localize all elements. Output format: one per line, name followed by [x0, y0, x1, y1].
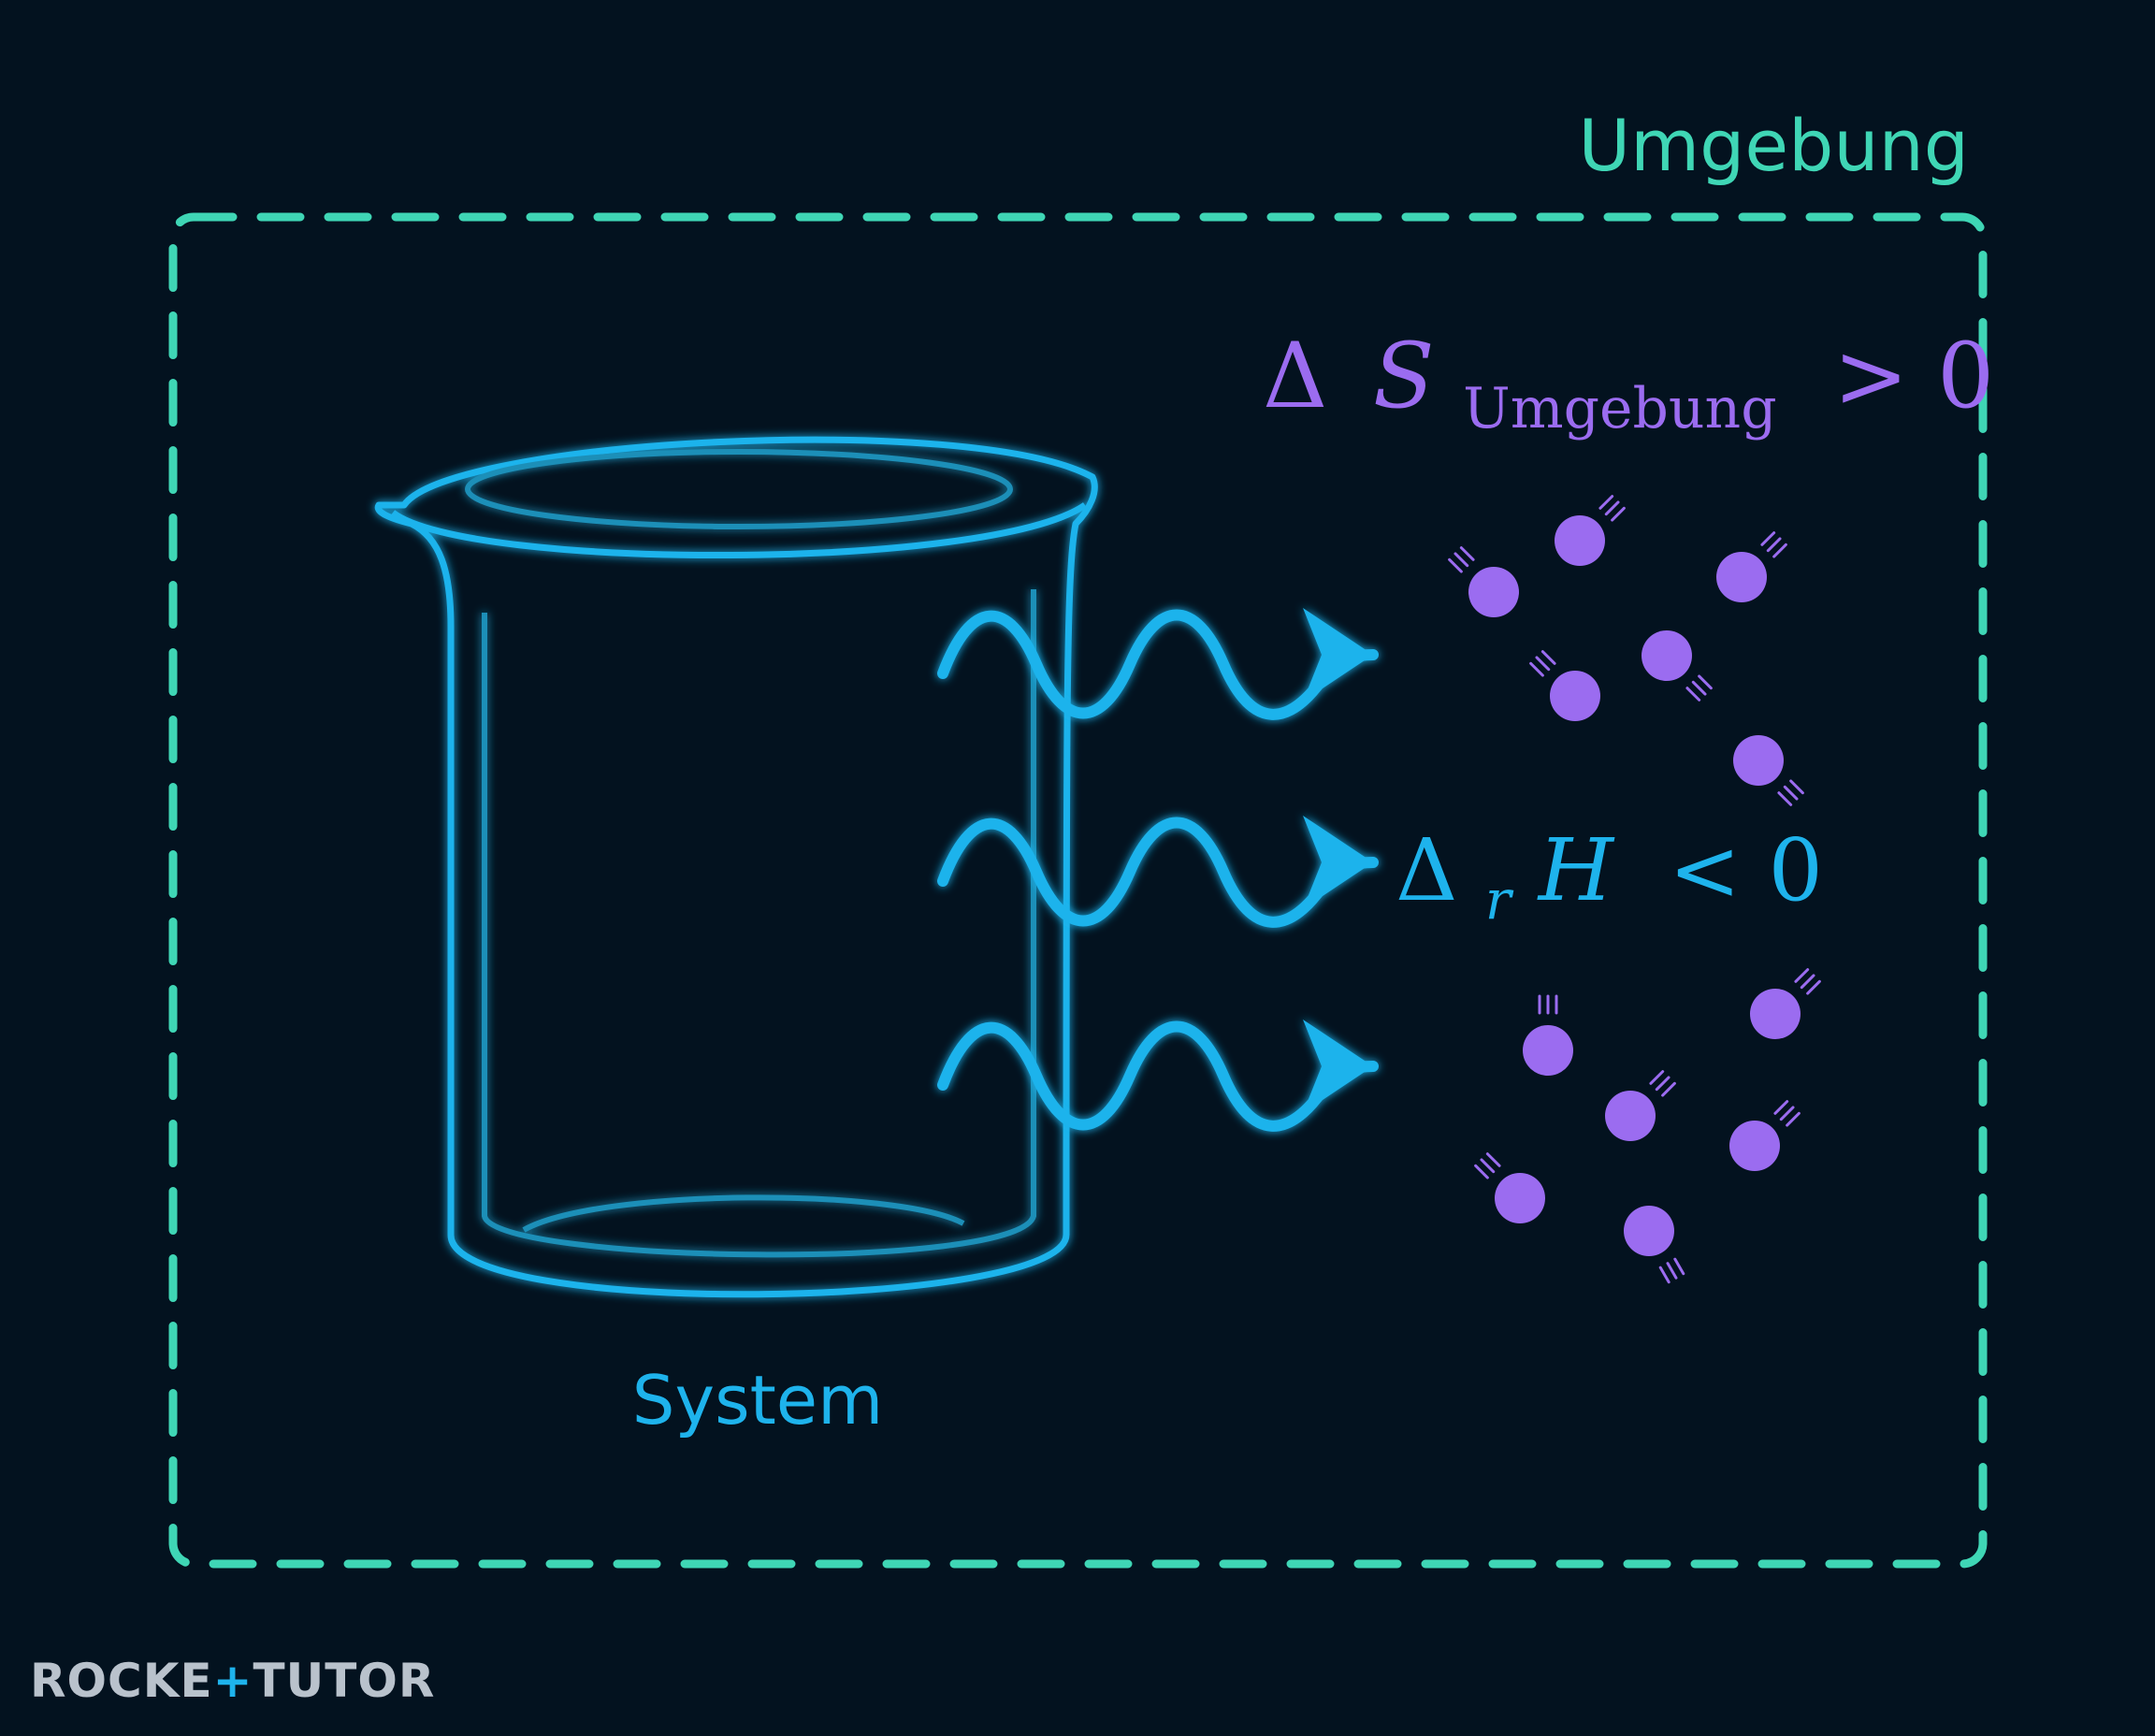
system-label: System [632, 1361, 884, 1439]
particle-6 [1733, 735, 1804, 806]
motion-line [1773, 1100, 1789, 1115]
motion-line [1459, 546, 1475, 561]
heat-wave-2 [937, 817, 1379, 928]
motion-line [1673, 1257, 1685, 1276]
motion-line [1658, 1266, 1670, 1284]
particle-3 [1716, 531, 1787, 602]
particle-7 [1523, 994, 1573, 1076]
motion-line [1800, 974, 1815, 990]
motion-line [1760, 531, 1776, 546]
motion-line [1661, 1081, 1676, 1097]
particle-dot [1733, 735, 1784, 786]
surroundings-label: Umgebung [1579, 104, 1969, 187]
motion-line [1529, 661, 1544, 677]
particles [1448, 495, 1821, 1284]
motion-line [1604, 500, 1620, 516]
motion-line [1485, 1152, 1501, 1167]
entropy-delta: Δ [1263, 324, 1327, 428]
motion-line [1480, 1158, 1496, 1174]
particle-11 [1474, 1152, 1545, 1223]
motion-line [1685, 687, 1701, 702]
particle-5 [1642, 630, 1713, 702]
enthalpy-relation: < 0 [1669, 820, 1823, 920]
motion-line [1448, 557, 1463, 573]
particle-8 [1750, 968, 1821, 1039]
particle-dot [1716, 552, 1767, 602]
entropy-symbol: S [1373, 324, 1435, 428]
motion-line [1535, 656, 1551, 672]
particle-1 [1448, 546, 1519, 617]
particle-9 [1605, 1070, 1676, 1141]
beaker-outline [374, 436, 1098, 1298]
heat-wave-1 [937, 609, 1379, 720]
particle-10 [1729, 1100, 1801, 1171]
motion-line [1649, 1070, 1665, 1085]
arrow-head-1 [1303, 608, 1373, 702]
motion-line [1540, 650, 1556, 665]
arrow-head-2 [1303, 816, 1373, 909]
particle-dot [1624, 1206, 1674, 1256]
entropy-relation: > 0 [1833, 324, 1994, 428]
motion-line [1655, 1076, 1670, 1092]
motion-line [1786, 1111, 1801, 1127]
motion-line [1474, 1164, 1489, 1179]
motion-line [1777, 791, 1793, 806]
motion-line [1783, 785, 1799, 801]
particle-dot [1729, 1121, 1780, 1171]
particle-dot [1642, 630, 1692, 681]
enthalpy-subscript: r [1485, 868, 1514, 932]
particle-dot [1605, 1091, 1656, 1141]
motion-line [1789, 779, 1804, 795]
particle-dot [1750, 989, 1801, 1039]
motion-line [1766, 537, 1782, 553]
particle-4 [1529, 650, 1600, 721]
enthalpy-delta: Δ [1396, 820, 1457, 920]
heat-wave-3 [937, 1020, 1379, 1132]
motion-line [1691, 680, 1707, 696]
surroundings-boundary [168, 212, 1988, 1569]
rocket-tutor-logo: ROCKE+TUTOR [30, 1654, 436, 1708]
particle-12 [1624, 1206, 1685, 1284]
arrow-head-3 [1303, 1020, 1373, 1113]
motion-line [1794, 968, 1810, 983]
motion-line [1611, 506, 1626, 522]
heat-arrows [937, 608, 1379, 1132]
motion-line [1779, 1106, 1795, 1121]
particle-dot [1468, 567, 1519, 617]
motion-line [1454, 552, 1469, 568]
motion-line [1598, 495, 1614, 510]
particle-dot [1523, 1025, 1573, 1076]
motion-line [1772, 542, 1787, 558]
beaker-icon [374, 436, 1098, 1298]
entropy-subscript: Umgebung [1463, 376, 1776, 441]
particle-dot [1555, 515, 1605, 566]
motion-line [1806, 979, 1821, 995]
enthalpy-equation: Δ r H < 0 [1396, 820, 1823, 939]
particle-dot [1495, 1173, 1545, 1223]
enthalpy-symbol: H [1537, 820, 1615, 920]
particle-2 [1555, 495, 1626, 566]
particle-dot [1550, 671, 1600, 721]
motion-line [1666, 1262, 1678, 1280]
entropy-equation: Δ S Umgebung > 0 [1263, 324, 1994, 449]
motion-line [1698, 674, 1713, 690]
